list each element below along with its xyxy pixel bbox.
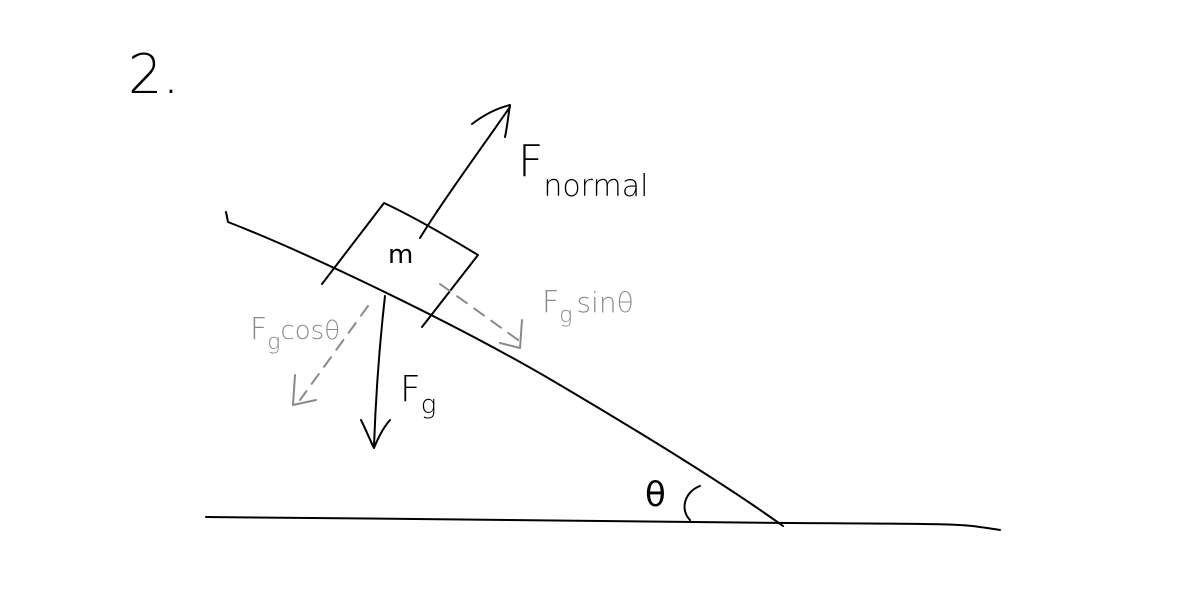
gravity-label: Fg [400,369,436,419]
angle-arc [683,485,701,521]
gravity-perpendicular-label: Fgcosθ [250,312,341,354]
problem-number: 2. [128,43,180,106]
angle-label: θ [645,475,666,515]
gravity-parallel-symbol: F [542,285,560,320]
gravity-perpendicular-rest: cosθ [280,316,341,346]
gravity-perpendicular-arrowhead [292,374,317,406]
gravity-parallel-rest: sinθ [576,286,634,319]
gravity-parallel-subscript: g [559,303,573,328]
normal-force-label: Fnormal [518,140,648,202]
gravity-parallel-arrow [439,283,519,341]
gravity-perpendicular-symbol: F [250,312,268,347]
gravity-symbol: F [400,369,421,410]
ground-line [205,516,1001,531]
gravity-arrow [373,295,386,447]
normal-force-arrow [419,106,511,239]
gravity-perpendicular-subscript: g [267,330,281,355]
gravity-parallel-arrowhead [499,319,523,349]
normal-force-symbol: F [518,136,544,187]
normal-force-subscript: normal [543,169,649,204]
mass-label: m [388,240,414,270]
normal-force-arrowhead [471,104,511,138]
gravity-subscript: g [420,390,437,420]
incline-line [225,211,784,527]
gravity-arrowhead [360,419,391,449]
gravity-perpendicular-arrow [299,305,369,401]
